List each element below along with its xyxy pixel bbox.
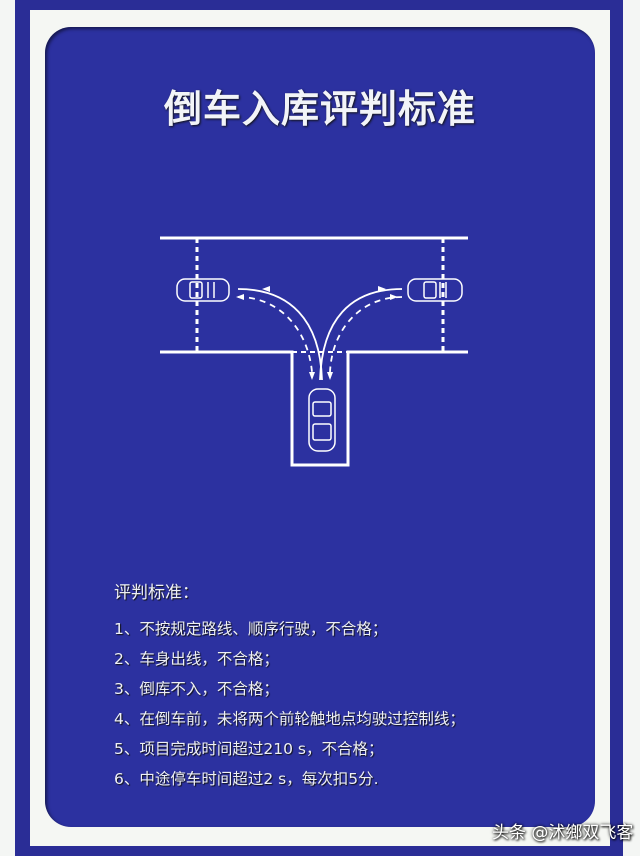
arrow-left-in bbox=[262, 286, 270, 292]
arrow-down-left bbox=[309, 372, 315, 380]
sign-title: 倒车入库评判标准 bbox=[163, 87, 476, 131]
criteria-item: 6、中途停车时间超过2 s，每次扣5分. bbox=[114, 770, 379, 788]
path-right-dashed bbox=[329, 296, 403, 373]
sign-panel bbox=[45, 27, 595, 827]
arrow-left-out bbox=[236, 294, 244, 300]
road-bottom-line-left bbox=[160, 350, 468, 467]
criteria-item: 3、倒库不入，不合格； bbox=[114, 680, 279, 698]
criteria-list: 评判标准： 1、不按规定路线、顺序行驶，不合格； 2、车身出线，不合格； 3、倒… bbox=[114, 578, 465, 794]
car-center bbox=[308, 388, 336, 452]
criteria-item: 1、不按规定路线、顺序行驶，不合格； bbox=[114, 620, 388, 638]
path-right-solid bbox=[319, 288, 403, 381]
car-right bbox=[407, 278, 463, 302]
arrow-right-in bbox=[390, 294, 398, 300]
path-left-solid bbox=[237, 288, 323, 381]
criteria-item: 5、项目完成时间超过210 s，不合格； bbox=[114, 740, 384, 758]
arrow-down-right bbox=[327, 372, 333, 380]
arrow-right-out bbox=[378, 286, 386, 292]
car-left bbox=[176, 278, 230, 302]
criteria-item: 2、车身出线，不合格； bbox=[114, 650, 279, 668]
watermark: 头条 @沭鄉双飞客 bbox=[492, 823, 634, 843]
path-left-dashed bbox=[237, 296, 313, 373]
criteria-item: 4、在倒车前，未将两个前轮触地点均驶过控制线； bbox=[114, 710, 465, 728]
criteria-heading: 评判标准： bbox=[114, 583, 199, 603]
